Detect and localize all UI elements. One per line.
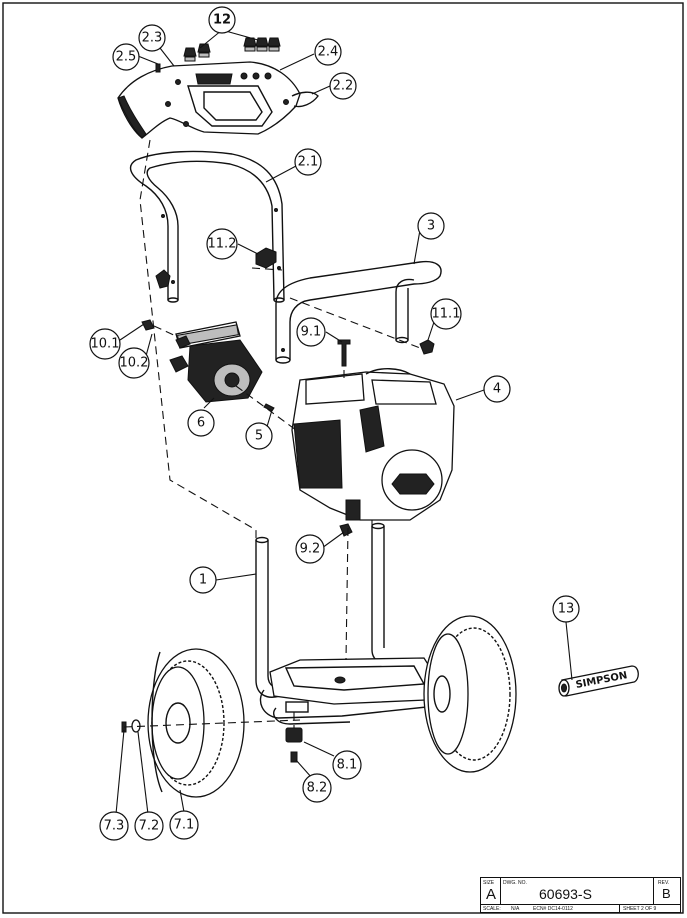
dwg-no-cell: DWG. NO. 60693-S	[501, 878, 654, 904]
callout-label: 2.2	[333, 79, 354, 94]
callout-label: 6	[197, 416, 205, 431]
callout-bubble: 6	[187, 409, 215, 437]
engine-part	[291, 368, 455, 537]
callout-label: 10.2	[120, 356, 149, 371]
foot-part	[285, 727, 303, 743]
callout-label: 9.2	[300, 542, 321, 557]
callout-label: 10.1	[91, 337, 120, 352]
assembly-lines	[123, 139, 421, 728]
callout-bubble: 3	[417, 212, 445, 240]
dwg-no-label: DWG. NO.	[503, 880, 527, 886]
rev-label: REV.	[658, 880, 670, 886]
sheet-number: SHEET 2 OF 9	[623, 906, 657, 912]
callout-bubble: 13	[552, 595, 580, 623]
sheet-divider	[619, 904, 620, 912]
scale-label: SCALE:	[483, 906, 501, 912]
callouts: 12 2.3 2.5 2.4 2.2 2.1 11.2 3 11.1 9.1 1…	[89, 6, 580, 841]
rev-cell: REV. B	[654, 878, 680, 904]
callout-bubble: 2.4	[314, 38, 342, 66]
callout-label: 9.1	[301, 325, 322, 340]
upper-handle-part	[129, 150, 285, 303]
bolt-part	[419, 339, 435, 355]
callout-label: 2.5	[116, 50, 137, 65]
callout-label: 7.1	[174, 818, 195, 833]
title-block: SIZE A DWG. NO. 60693-S REV. B SCALE: N/…	[480, 877, 681, 913]
callout-label: 11.2	[208, 237, 237, 252]
control-panel-part	[117, 37, 319, 139]
callout-label: 2.1	[298, 155, 319, 170]
leader-lines	[115, 29, 573, 815]
callout-label: 5	[255, 429, 263, 444]
foot-screw-part	[290, 751, 298, 763]
callout-bubble: 2.3	[138, 24, 166, 52]
callout-bubble: 10.2	[118, 347, 150, 379]
callout-label: 1	[199, 573, 207, 588]
right-wheel-part	[423, 615, 517, 773]
rev-value: B	[662, 886, 671, 901]
scale-value: N/A	[511, 906, 520, 912]
dwg-no-value: 60693-S	[539, 886, 592, 902]
callout-label: 8.2	[307, 781, 328, 796]
callout-label: 11.1	[432, 307, 461, 322]
bolt-9-1-part	[337, 339, 351, 367]
grip-part: SIMPSON	[558, 665, 639, 697]
callout-bubble: 1	[189, 566, 217, 594]
callout-bubble: 9.1	[296, 317, 326, 347]
knob-part	[255, 247, 277, 269]
callout-bubble: 2.1	[294, 148, 322, 176]
callout-label: 8.1	[337, 758, 358, 773]
main-frame-part	[255, 522, 439, 725]
callout-bubble: 2.2	[329, 72, 357, 100]
callout-label: 13	[558, 602, 575, 617]
callout-bubble: 7.2	[134, 811, 164, 841]
size-label: SIZE	[483, 880, 495, 886]
callout-bubble: 9.2	[295, 534, 325, 564]
ecn-number: ECN# DC14-0112	[533, 906, 573, 912]
callout-bubble: 8.2	[302, 773, 332, 803]
callout-label: 3	[427, 219, 435, 234]
callout-bubble: 11.1	[430, 298, 462, 330]
callout-label: 12	[213, 13, 231, 28]
callout-bubble: 7.1	[169, 810, 199, 840]
left-wheel-part	[147, 648, 245, 798]
callout-bubble: 12	[208, 6, 236, 34]
callout-bubble: 11.2	[206, 228, 238, 260]
callout-bubble: 2.5	[112, 43, 140, 71]
callout-label: 7.3	[104, 819, 125, 834]
size-value: A	[486, 886, 497, 903]
callout-bubble: 5	[245, 422, 273, 450]
title-block-divider	[481, 904, 680, 905]
size-cell: SIZE A	[481, 878, 501, 904]
callout-bubble: 4	[483, 375, 511, 403]
callout-label: 2.3	[142, 31, 163, 46]
callout-bubble: 7.3	[99, 811, 129, 841]
callout-label: 2.4	[318, 45, 339, 60]
pump-part	[141, 319, 263, 403]
callout-bubble: 10.1	[89, 328, 121, 360]
lower-handle-part	[275, 260, 442, 364]
callout-label: 7.2	[139, 819, 160, 834]
callout-bubble: 8.1	[332, 750, 362, 780]
callout-label: 4	[493, 382, 501, 397]
